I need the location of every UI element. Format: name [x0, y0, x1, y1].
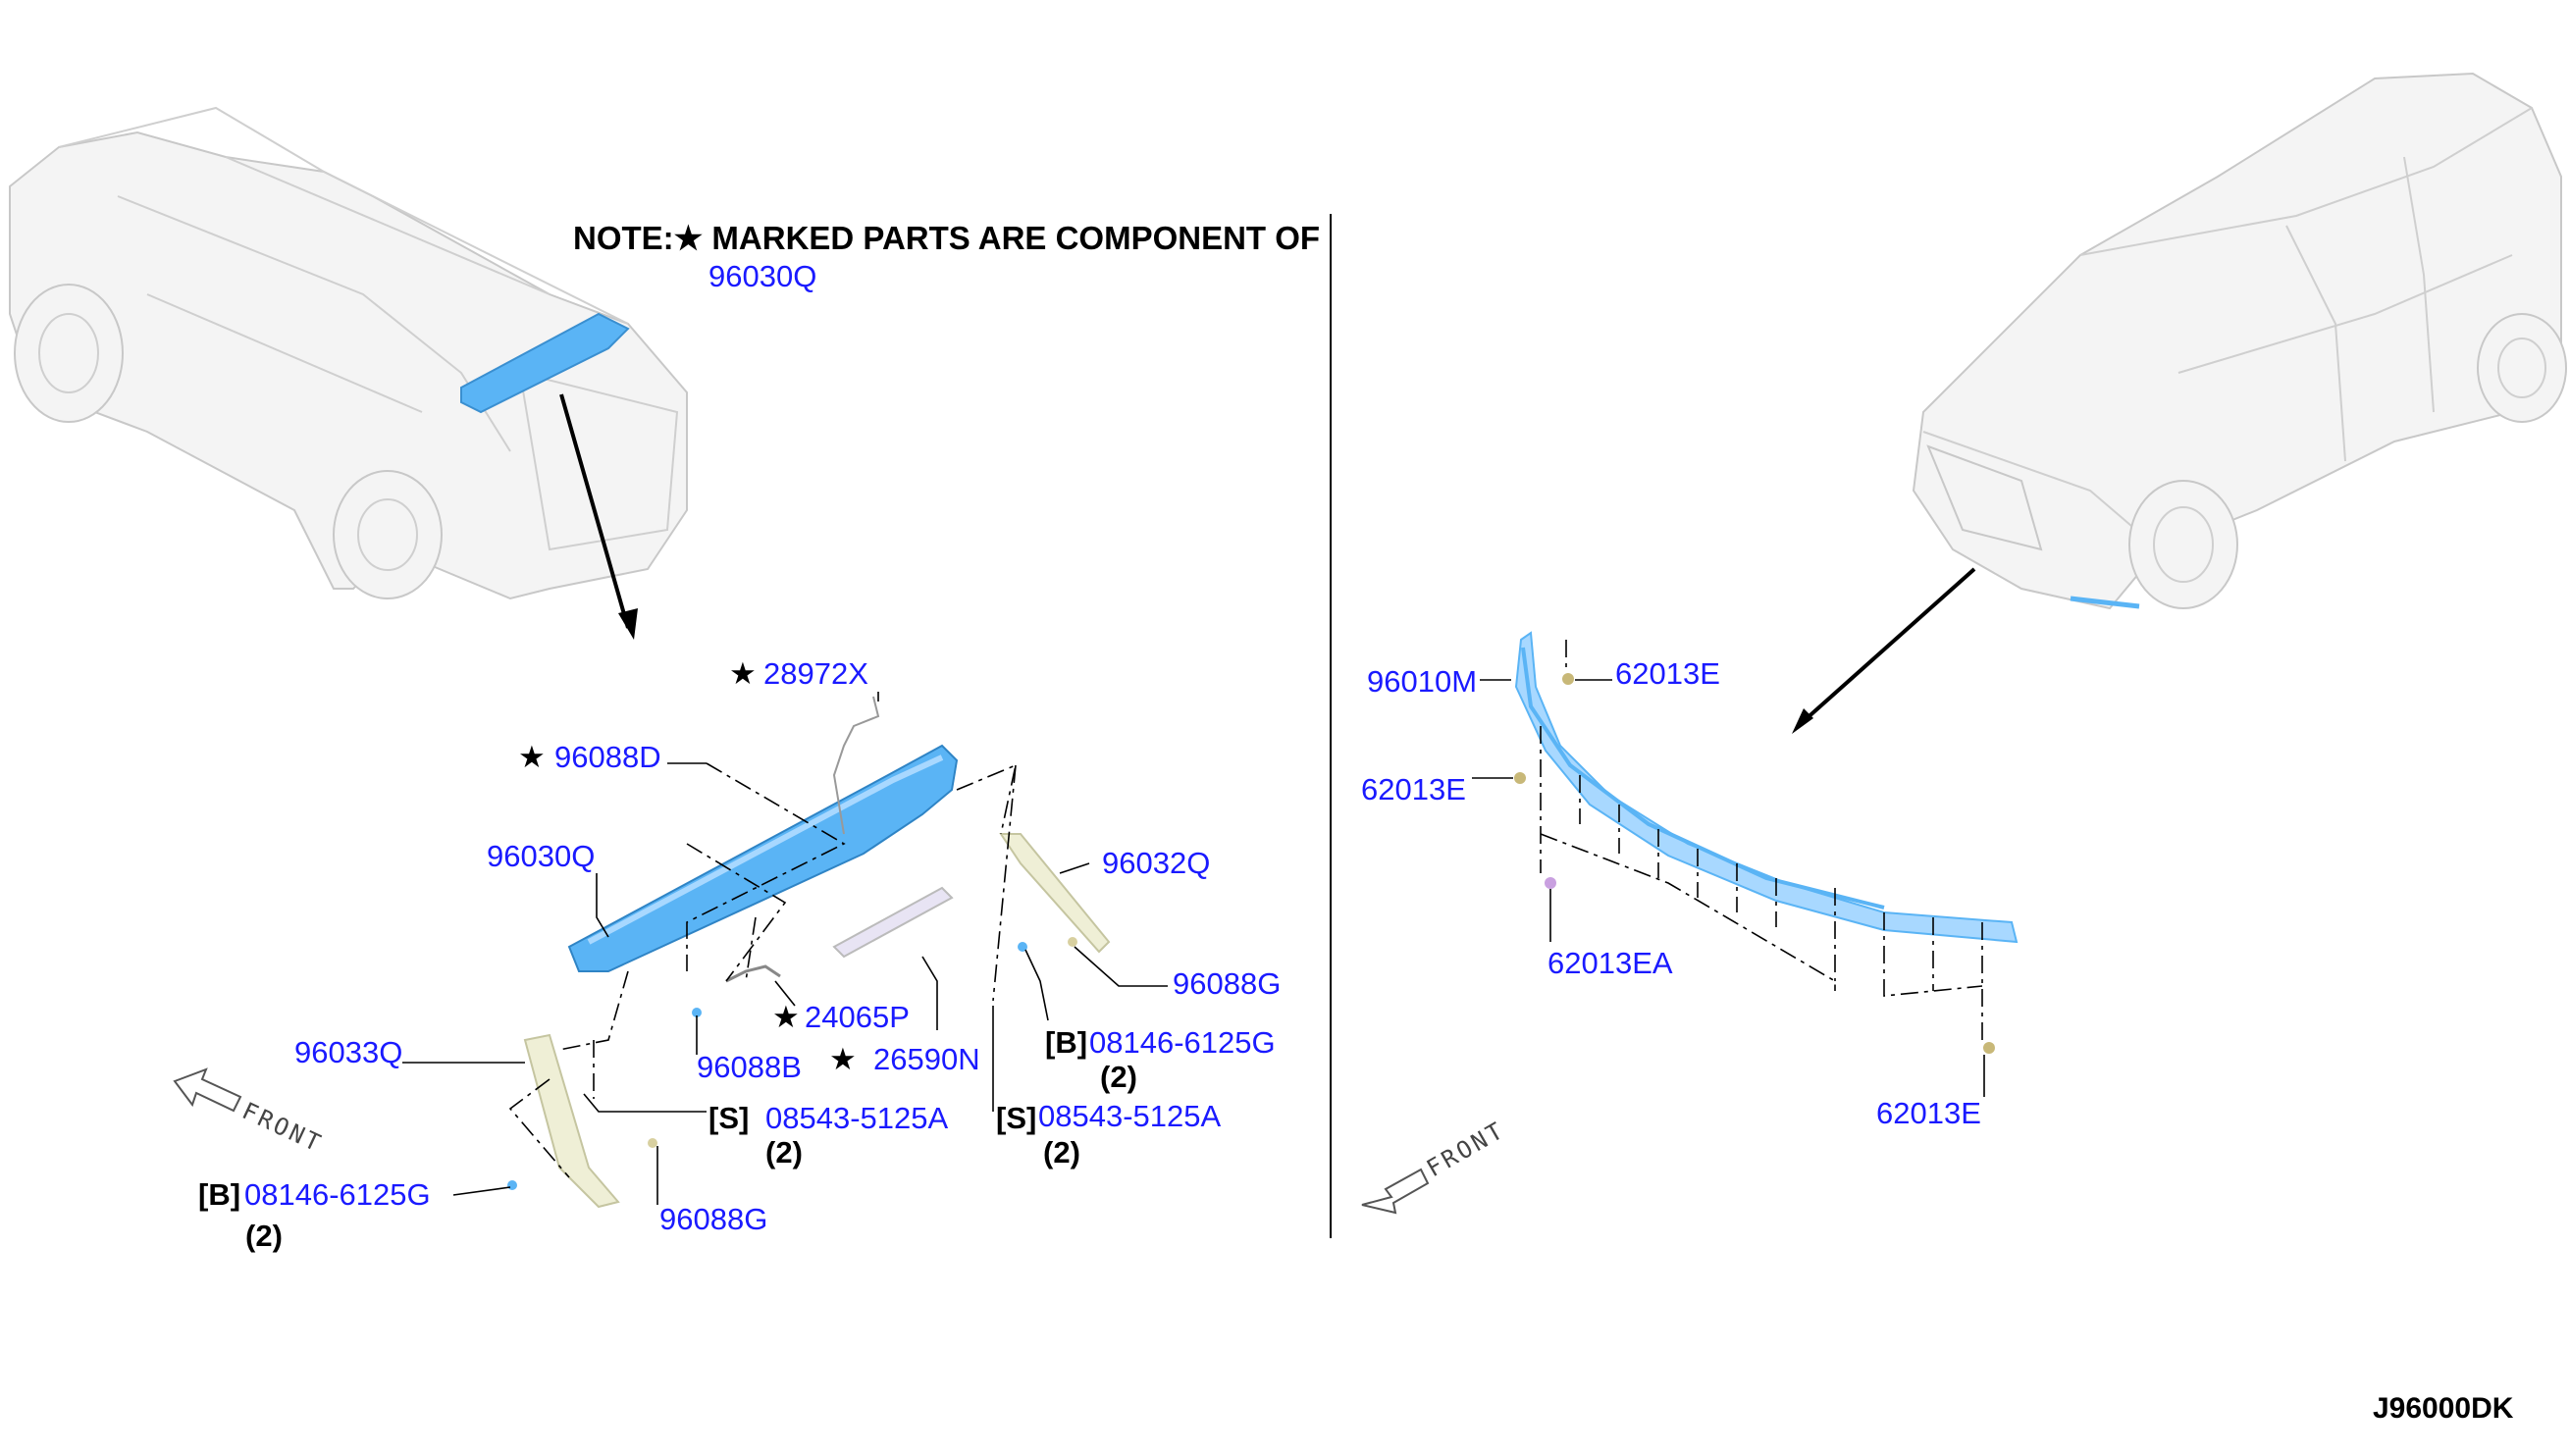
- connector-24065p[interactable]: [725, 964, 781, 983]
- clip-08146-right[interactable]: [1018, 942, 1027, 952]
- label-96088g-left[interactable]: 96088G: [659, 1202, 767, 1236]
- note-ref[interactable]: 96030Q: [708, 259, 816, 293]
- clip-62013e-mid[interactable]: [1514, 772, 1526, 784]
- stop-lamp-26590n[interactable]: [832, 886, 954, 959]
- rear-spoiler-96030q[interactable]: [567, 744, 959, 972]
- label-96088d[interactable]: 96088D: [554, 740, 661, 774]
- label-96088g-right[interactable]: 96088G: [1173, 966, 1281, 1001]
- diagram-code: J96000DK: [2373, 1392, 2514, 1425]
- bracket-96032q[interactable]: [999, 833, 1111, 954]
- label-08543-right[interactable]: 08543-5125A: [1038, 1099, 1221, 1133]
- clip-96088g-right[interactable]: [1068, 937, 1077, 947]
- bracket-b-left: [B]: [198, 1177, 240, 1212]
- label-96032q[interactable]: 96032Q: [1102, 846, 1210, 880]
- clip-96088b[interactable]: [692, 1008, 702, 1017]
- label-62013ea[interactable]: 62013EA: [1547, 946, 1673, 980]
- clip-62013e-top[interactable]: [1562, 673, 1574, 685]
- front-indicator-right: FRONT: [1361, 1116, 1510, 1215]
- clip-08146-left[interactable]: [507, 1180, 517, 1190]
- qty-08146-right: (2): [1100, 1060, 1137, 1094]
- label-28972x[interactable]: 28972X: [763, 656, 868, 691]
- label-62013e-mid[interactable]: 62013E: [1361, 772, 1466, 806]
- star-96088d: ★: [518, 740, 546, 774]
- front-label-right: FRONT: [1422, 1116, 1510, 1182]
- qty-08543-right: (2): [1043, 1135, 1080, 1170]
- star-26590n: ★: [829, 1042, 857, 1076]
- clip-62013ea[interactable]: [1545, 877, 1556, 889]
- rear-car-illustration: [9, 106, 688, 600]
- label-96030q[interactable]: 96030Q: [487, 839, 595, 873]
- front-indicator-left: FRONT: [173, 1067, 327, 1158]
- label-96033q[interactable]: 96033Q: [294, 1035, 402, 1069]
- qty-08146-left: (2): [245, 1219, 283, 1253]
- bracket-b-right: [B]: [1045, 1025, 1087, 1060]
- bracket-s-right: [S]: [996, 1101, 1036, 1135]
- label-96010m[interactable]: 96010M: [1367, 664, 1477, 699]
- clip-96088g-left[interactable]: [648, 1138, 657, 1148]
- label-08146-right[interactable]: 08146-6125G: [1089, 1025, 1276, 1060]
- harness-28972x[interactable]: [832, 696, 880, 835]
- label-62013e-bottom[interactable]: 62013E: [1876, 1096, 1981, 1130]
- front-car-illustration: [1912, 72, 2567, 610]
- star-28972x: ★: [729, 656, 757, 691]
- star-24065p: ★: [772, 1000, 800, 1034]
- arrow-to-moulding: [1792, 567, 1976, 734]
- bracket-96033q[interactable]: [523, 1033, 620, 1209]
- label-08543-left[interactable]: 08543-5125A: [765, 1101, 948, 1135]
- spoiler-highlight: [460, 312, 630, 414]
- clip-62013e-bottom[interactable]: [1983, 1042, 1995, 1054]
- label-26590n[interactable]: 26590N: [873, 1042, 980, 1076]
- bracket-s-left: [S]: [708, 1101, 749, 1135]
- label-24065p[interactable]: 24065P: [805, 1000, 910, 1034]
- spoiler-exploded: [402, 692, 1168, 1209]
- qty-08543-left: (2): [765, 1135, 803, 1170]
- label-08146-left[interactable]: 08146-6125G: [244, 1177, 431, 1212]
- label-62013e-top[interactable]: 62013E: [1615, 656, 1720, 691]
- front-label-left: FRONT: [237, 1097, 327, 1158]
- note-text: NOTE:★ MARKED PARTS ARE COMPONENT OF: [573, 220, 1320, 256]
- moulding-exploded: [1472, 631, 2019, 1097]
- label-96088b[interactable]: 96088B: [697, 1050, 802, 1084]
- arrow-to-spoiler: [559, 393, 638, 640]
